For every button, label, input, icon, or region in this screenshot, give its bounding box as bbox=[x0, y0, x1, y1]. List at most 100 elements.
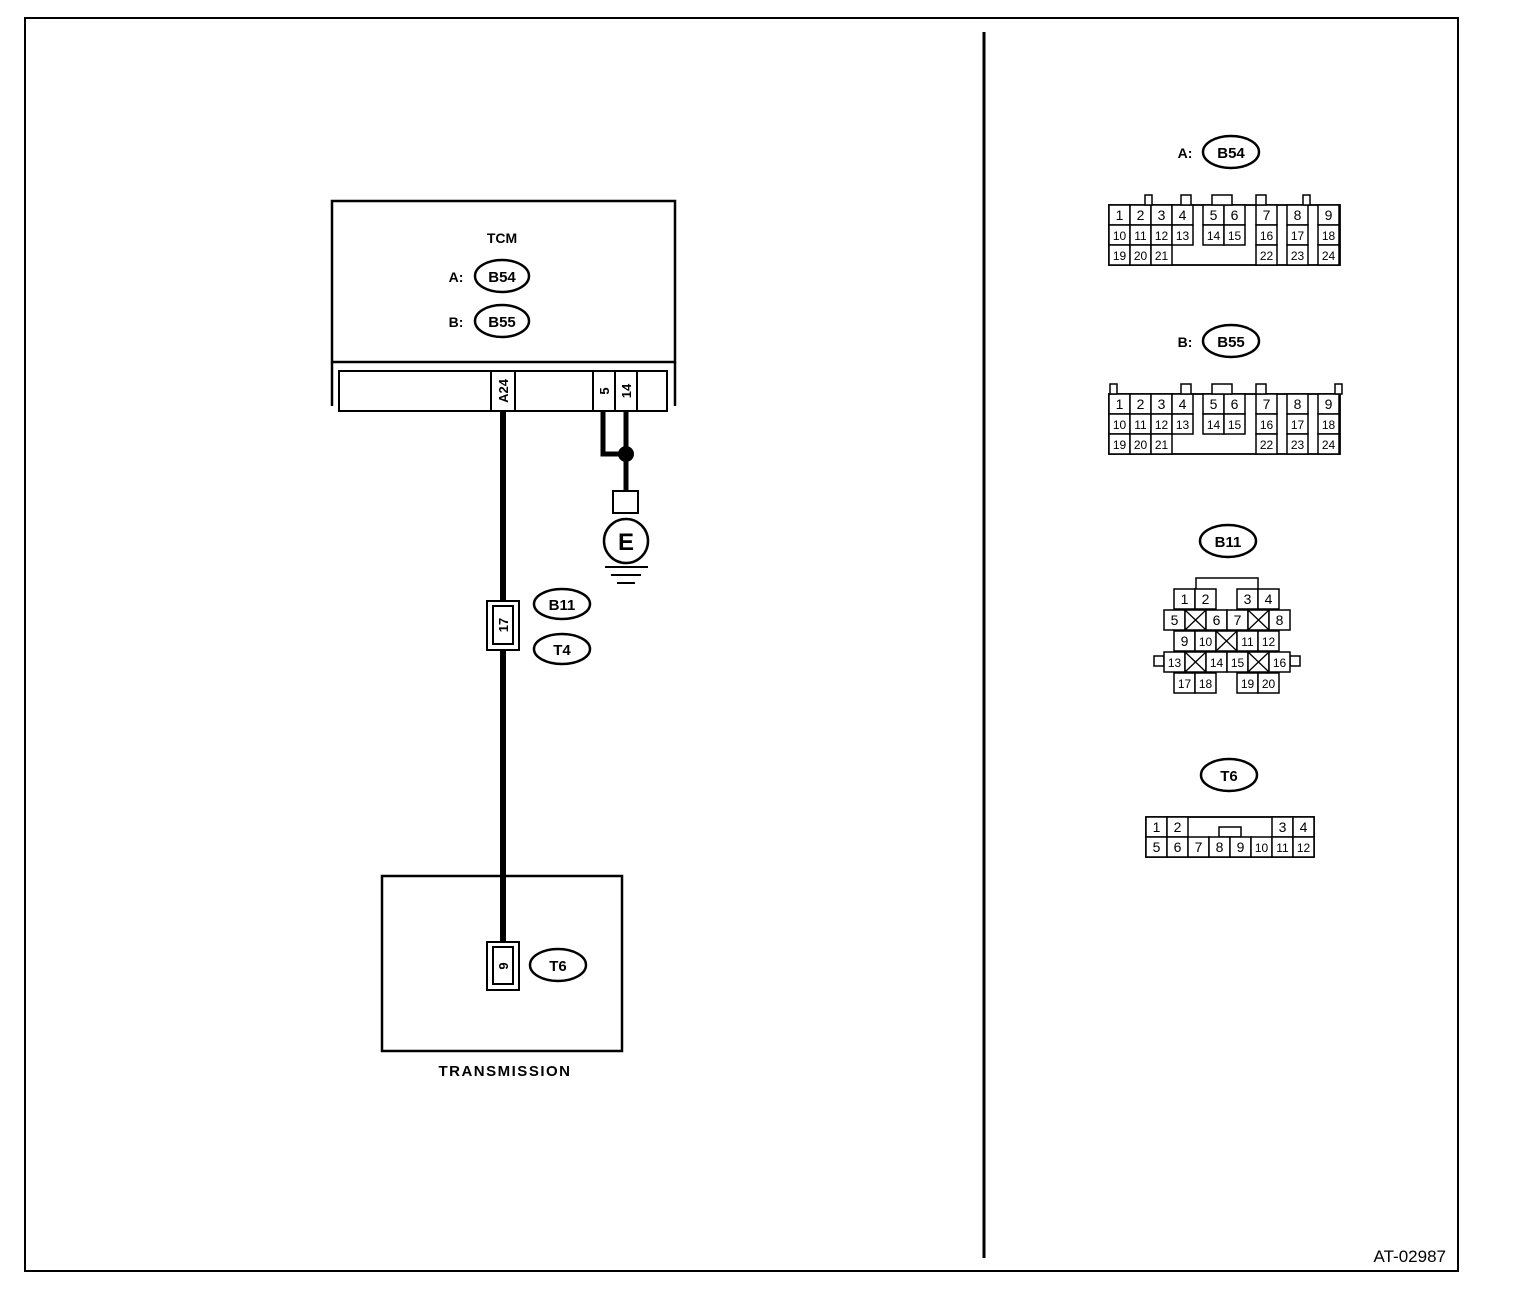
b11-pin-label: 4 bbox=[1265, 591, 1273, 607]
tcm-title: TCM bbox=[487, 230, 517, 246]
b11-blank-cross bbox=[1215, 630, 1238, 652]
b54-key-tab bbox=[1211, 194, 1233, 206]
b54-pin-label: 13 bbox=[1176, 229, 1190, 243]
b55-pin-label: 13 bbox=[1176, 418, 1190, 432]
b54-pin-label: 22 bbox=[1260, 249, 1274, 263]
t6-key-tab bbox=[1218, 826, 1242, 838]
b11-pin-label: 6 bbox=[1213, 612, 1221, 628]
b11-pin-label: 7 bbox=[1234, 612, 1242, 628]
b54-pin-label: 20 bbox=[1134, 249, 1148, 263]
b54-pin-cell bbox=[1317, 244, 1340, 266]
b54-pin-label: 3 bbox=[1158, 207, 1166, 223]
b55-pin-label: 14 bbox=[1207, 418, 1221, 432]
b11-blank-cross bbox=[1247, 609, 1270, 631]
b54-pin-label: 14 bbox=[1207, 229, 1221, 243]
b55-pin-label: 12 bbox=[1155, 418, 1169, 432]
b54-pin-label: 7 bbox=[1263, 207, 1271, 223]
ground-circuit: E bbox=[600, 411, 650, 584]
b54-pin-label: 4 bbox=[1179, 207, 1187, 223]
b11-pin-label: 16 bbox=[1273, 656, 1287, 670]
t6-pin-label: 12 bbox=[1297, 841, 1311, 855]
figure-id: AT-02987 bbox=[1374, 1247, 1446, 1266]
b11-pin-cell bbox=[1268, 651, 1291, 673]
b11-pin-cell bbox=[1257, 630, 1280, 652]
tcm-unit: TCM A: B54 B: B55 A24 5 14 bbox=[330, 199, 677, 412]
b54-pin-label: 18 bbox=[1322, 229, 1336, 243]
b11-pin-label: 9 bbox=[1181, 633, 1189, 649]
wire-splice-dot bbox=[618, 446, 634, 462]
transmission-title: TRANSMISSION bbox=[438, 1063, 571, 1080]
b54-pin-label: 24 bbox=[1322, 249, 1336, 263]
terminal-5-label: 5 bbox=[597, 387, 612, 394]
b11-blank-cross bbox=[1184, 651, 1207, 673]
b55-pin-label: 17 bbox=[1291, 418, 1305, 432]
b54-pin-label: 8 bbox=[1294, 207, 1302, 223]
b55-pin-label: 3 bbox=[1158, 396, 1166, 412]
b54-pin-label: 19 bbox=[1113, 249, 1127, 263]
b54-pin-label: 2 bbox=[1137, 207, 1145, 223]
transmission-pin-label: 9 bbox=[496, 962, 511, 969]
b54-pin-label: 17 bbox=[1291, 229, 1305, 243]
b55-pin-cell bbox=[1317, 433, 1340, 455]
terminal-a24-label: A24 bbox=[496, 378, 511, 403]
b11-pin-label: 3 bbox=[1244, 591, 1252, 607]
t6-view-badge bbox=[1199, 757, 1259, 793]
b11-latch bbox=[1195, 577, 1259, 589]
tcm-connector-a-prefix: A: bbox=[449, 269, 464, 285]
b55-pin-cell bbox=[1286, 433, 1309, 455]
b11-pin-label: 12 bbox=[1262, 635, 1276, 649]
b54-view-badge bbox=[1201, 134, 1261, 170]
tcm-connector-b-badge bbox=[473, 303, 531, 339]
b54-pin-label: 15 bbox=[1228, 229, 1242, 243]
b11-pin-cell bbox=[1194, 588, 1217, 610]
b55-pin-label: 10 bbox=[1113, 418, 1127, 432]
b11-pin-label: 5 bbox=[1171, 612, 1179, 628]
t6-pin-label: 5 bbox=[1153, 839, 1161, 855]
joint-connector-inner bbox=[492, 605, 514, 645]
b54-key-tab bbox=[1302, 194, 1311, 206]
b54-pin-label: 11 bbox=[1134, 229, 1147, 243]
b54-key-tab bbox=[1144, 194, 1153, 206]
signal-circuit: 17 B11 T4 bbox=[486, 411, 592, 942]
b11-blank-cross bbox=[1184, 609, 1207, 631]
joint-label-t4: T4 bbox=[553, 642, 571, 659]
t6-pin-label: 10 bbox=[1255, 841, 1269, 855]
ground-terminal-block bbox=[612, 490, 639, 514]
tcm-connector-a-badge bbox=[473, 258, 531, 294]
b11-view-name: B11 bbox=[1215, 534, 1242, 551]
b11-pin-label: 17 bbox=[1178, 677, 1192, 691]
b54-key-tab bbox=[1255, 194, 1267, 206]
t6-pin-label: 1 bbox=[1153, 819, 1161, 835]
joint-pin-label: 17 bbox=[496, 618, 511, 632]
tcm-connector-b-prefix: B: bbox=[449, 314, 464, 330]
b11-pin-cell bbox=[1268, 609, 1291, 631]
b11-pin-label: 20 bbox=[1262, 677, 1276, 691]
b55-pin-label: 22 bbox=[1260, 438, 1274, 452]
b11-pin-label: 10 bbox=[1199, 635, 1213, 649]
b55-pin-label: 16 bbox=[1260, 418, 1274, 432]
tcm-connector-b-name: B55 bbox=[488, 314, 516, 331]
b54-pin-label: 9 bbox=[1325, 207, 1333, 223]
b54-pin-label: 10 bbox=[1113, 229, 1127, 243]
b11-side-latch bbox=[1153, 655, 1165, 667]
b55-pin-label: 18 bbox=[1322, 418, 1336, 432]
t6-pin-label: 4 bbox=[1300, 819, 1308, 835]
b11-pin-cell bbox=[1257, 672, 1280, 694]
b54-pin-label: 12 bbox=[1155, 229, 1169, 243]
b11-pin-label: 18 bbox=[1199, 677, 1213, 691]
b54-pin-cell bbox=[1255, 244, 1278, 266]
b54-pin-label: 23 bbox=[1291, 249, 1305, 263]
b55-pin-cell bbox=[1171, 413, 1194, 435]
b11-side-latch bbox=[1289, 655, 1301, 667]
b55-pin-label: 19 bbox=[1113, 438, 1127, 452]
transmission-connector-name: T6 bbox=[549, 958, 567, 975]
b54-view-prefix: A: bbox=[1178, 145, 1193, 161]
transmission-connector-inner bbox=[492, 946, 514, 985]
b11-pin-label: 19 bbox=[1241, 677, 1255, 691]
b11-pin-label: 1 bbox=[1181, 591, 1189, 607]
b54-pin-label: 1 bbox=[1116, 207, 1124, 223]
